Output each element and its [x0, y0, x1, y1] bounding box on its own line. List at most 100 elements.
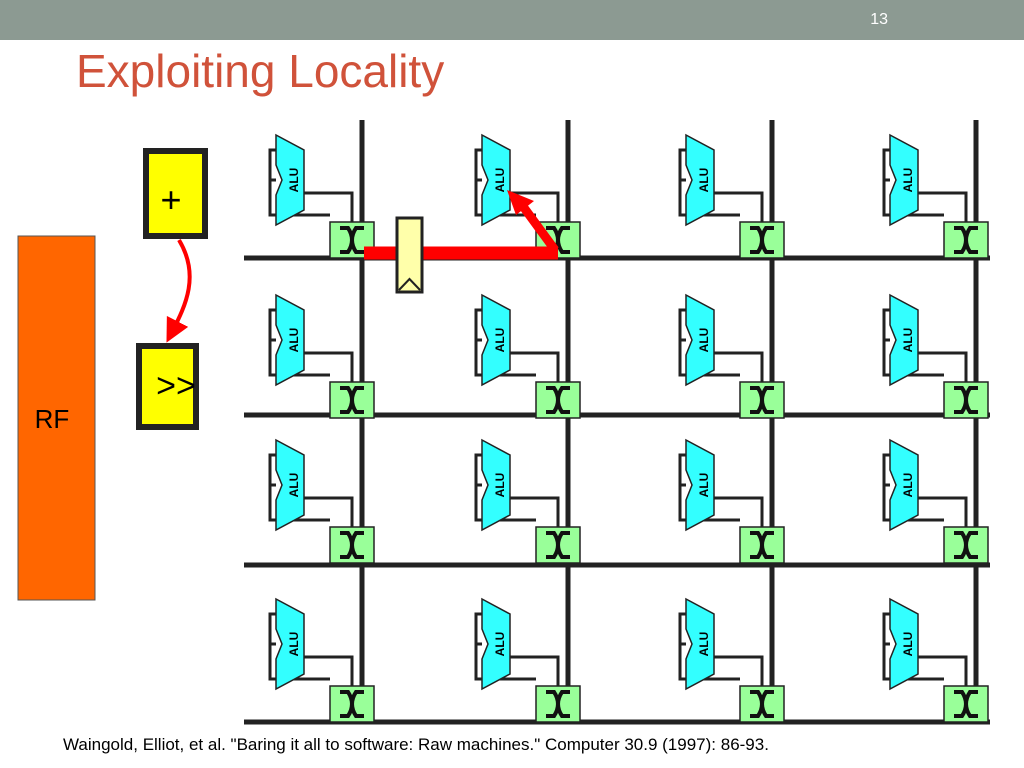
alu-wire — [714, 496, 764, 530]
alu-shape — [889, 597, 919, 691]
alu-wire — [714, 191, 764, 225]
crossbar-icon — [340, 531, 364, 559]
crossbar-icon — [750, 386, 774, 414]
alu-wire — [304, 655, 354, 689]
alu-wire — [918, 351, 968, 385]
citation: Waingold, Elliot, et al. "Baring it all … — [63, 735, 769, 754]
shift-op-label: >> — [156, 367, 196, 405]
register-file: RF — [17, 235, 96, 601]
crossbar-icon — [750, 690, 774, 718]
tile: ALU — [268, 438, 375, 564]
alu-label: ALU — [493, 473, 507, 498]
alu-label: ALU — [901, 168, 915, 193]
tile: ALU — [268, 133, 375, 259]
alu-wire — [714, 351, 764, 385]
alu-wire — [268, 453, 330, 522]
crossbar-icon — [954, 531, 978, 559]
alu-label: ALU — [697, 168, 711, 193]
tile: ALU — [678, 597, 785, 723]
shift-op-box: >> — [136, 343, 199, 430]
tile: ALU — [678, 293, 785, 419]
tile: ALU — [678, 438, 785, 564]
alu-shape — [275, 438, 305, 532]
tile: ALU — [474, 597, 581, 723]
crossbar-icon — [546, 531, 570, 559]
alu-wire — [474, 308, 536, 377]
crossbar-icon — [546, 690, 570, 718]
alu-label: ALU — [901, 473, 915, 498]
tile: ALU — [882, 438, 989, 564]
alu-label: ALU — [287, 168, 301, 193]
alu-shape — [481, 438, 511, 532]
slide-title: Exploiting Locality — [76, 45, 445, 97]
alu-shape — [481, 293, 511, 387]
alu-label: ALU — [287, 632, 301, 657]
dependency-arrow — [166, 238, 192, 343]
alu-label: ALU — [901, 328, 915, 353]
alu-label: ALU — [493, 168, 507, 193]
alu-shape — [481, 133, 511, 227]
crossbar-icon — [954, 226, 978, 254]
alu-label: ALU — [901, 632, 915, 657]
alu-wire — [510, 496, 560, 530]
alu-wire — [918, 655, 968, 689]
alu-shape — [685, 293, 715, 387]
alu-label: ALU — [697, 473, 711, 498]
alu-shape — [889, 438, 919, 532]
alu-wire — [304, 496, 354, 530]
alu-shape — [275, 597, 305, 691]
alu-shape — [481, 597, 511, 691]
alu-wire — [474, 148, 536, 217]
tile: ALU — [474, 133, 581, 259]
register-file-label: RF — [35, 404, 70, 434]
alu-shape — [275, 293, 305, 387]
alu-wire — [268, 148, 330, 217]
alu-label: ALU — [697, 632, 711, 657]
tile: ALU — [268, 597, 375, 723]
alu-wire — [678, 308, 740, 377]
alu-wire — [882, 308, 944, 377]
alu-wire — [304, 191, 354, 225]
tile: ALU — [474, 293, 581, 419]
alu-wire — [510, 655, 560, 689]
crossbar-icon — [340, 690, 364, 718]
tile: ALU — [882, 293, 989, 419]
operand-route — [364, 190, 559, 260]
alu-label: ALU — [287, 328, 301, 353]
alu-label: ALU — [287, 473, 301, 498]
alu-wire — [678, 148, 740, 217]
alu-wire — [510, 191, 560, 225]
tile-grid: ALU ALU ALU ALU ALU ALU ALU ALU ALU ALU ALU ALU ALU A… — [268, 133, 989, 723]
crossbar-icon — [546, 386, 570, 414]
switch-box — [739, 221, 785, 259]
alu-shape — [685, 597, 715, 691]
alu-wire — [882, 612, 944, 681]
alu-wire — [268, 308, 330, 377]
alu-label: ALU — [493, 632, 507, 657]
crossbar-icon — [340, 386, 364, 414]
crossbar-icon — [340, 226, 364, 254]
crossbar-icon — [750, 226, 774, 254]
alu-wire — [918, 191, 968, 225]
alu-wire — [474, 612, 536, 681]
alu-wire — [510, 351, 560, 385]
crossbar-icon — [954, 386, 978, 414]
tile: ALU — [678, 133, 785, 259]
alu-wire — [268, 612, 330, 681]
mesh-network — [244, 120, 990, 725]
alu-wire — [882, 453, 944, 522]
crossbar-icon — [954, 690, 978, 718]
alu-wire — [474, 453, 536, 522]
alu-shape — [889, 293, 919, 387]
add-op-box: + — [143, 148, 208, 239]
alu-wire — [918, 496, 968, 530]
tile: ALU — [882, 133, 989, 259]
add-op-label: + — [160, 179, 181, 220]
pipeline-register — [395, 216, 424, 294]
tile: ALU — [474, 438, 581, 564]
tile: ALU — [268, 293, 375, 419]
alu-wire — [714, 655, 764, 689]
alu-shape — [889, 133, 919, 227]
alu-label: ALU — [697, 328, 711, 353]
